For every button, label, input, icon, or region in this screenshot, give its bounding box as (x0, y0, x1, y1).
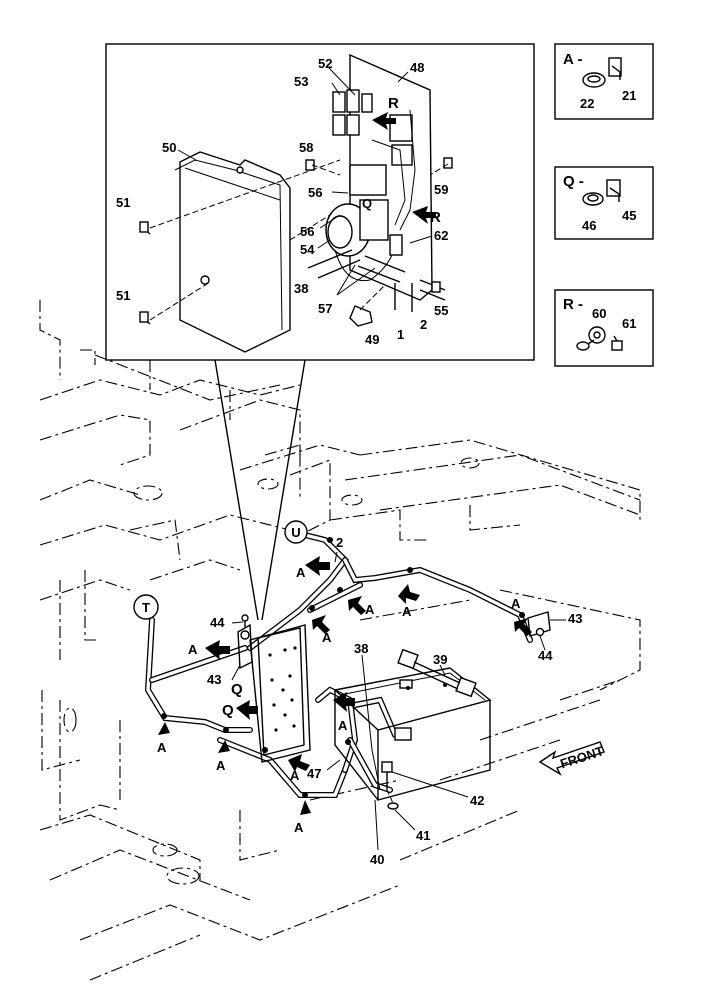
detail-r-part-60: 60 (592, 306, 606, 321)
inset-detail (105, 43, 535, 361)
bolt-49 (349, 305, 373, 327)
callout-a-6: A (511, 596, 521, 611)
detail-box-q: Q - 46 45 (554, 166, 654, 240)
inset-leaders (177, 67, 433, 296)
callout-58: 58 (299, 140, 313, 155)
callout-1: 1 (397, 327, 404, 342)
callout-43b: 43 (568, 611, 582, 626)
callout-2a: 2 (420, 317, 427, 332)
control-box-dots (268, 646, 297, 732)
callout-a-8: A (216, 758, 226, 773)
chassis-frame (39, 300, 641, 981)
callout-a-1: A (296, 565, 306, 580)
direction-arrows (158, 556, 532, 815)
connector-u-circle: U (284, 520, 308, 544)
cable-39 (397, 648, 477, 698)
callout-59: 59 (434, 182, 448, 197)
callout-56a: 56 (308, 185, 322, 200)
detail-box-a: A - 22 21 (554, 43, 654, 120)
callout-a-7: A (157, 740, 167, 755)
callout-43a: 43 (207, 672, 221, 687)
bolt-59 (443, 157, 453, 169)
callout-56b: 56 (300, 224, 314, 239)
callout-54: 54 (300, 242, 315, 257)
detail-a-title: A - (563, 51, 582, 68)
callout-38a: 38 (294, 281, 308, 296)
callout-a-9: A (294, 820, 304, 835)
callout-47: 47 (307, 766, 321, 781)
callout-a-11: A (338, 718, 348, 733)
bolt-58 (305, 159, 315, 171)
front-label: FRONT (558, 743, 605, 771)
callout-a-3: A (322, 630, 332, 645)
callout-r-b: R (430, 209, 441, 226)
connector-t-circle: T (133, 594, 159, 620)
callout-labels: 52 48 53 50 58 59 51 56 56 54 62 38 57 5… (116, 56, 606, 867)
front-arrow (538, 741, 605, 776)
callout-44a: 44 (210, 615, 225, 630)
bolt-51a (139, 221, 151, 235)
callout-40: 40 (370, 852, 384, 867)
detail-q-part-45: 45 (622, 208, 636, 223)
circle-t-label: T (142, 600, 150, 615)
callout-r-a: R (388, 95, 399, 112)
callout-38b: 38 (354, 641, 368, 656)
callout-53: 53 (294, 74, 308, 89)
harness-main: U T (133, 520, 605, 851)
callout-51b: 51 (116, 288, 130, 303)
inset-leader (214, 359, 306, 621)
callout-48: 48 (410, 60, 424, 75)
callout-52: 52 (318, 56, 332, 71)
callout-44b: 44 (538, 648, 553, 663)
callout-a-4: A (365, 602, 375, 617)
detail-q-title: Q - (563, 173, 584, 190)
circle-u-label: U (291, 525, 300, 540)
callout-2b: 2 (336, 535, 343, 550)
detail-r-title: R - (563, 296, 583, 313)
callout-50: 50 (162, 140, 176, 155)
bolt-55 (431, 281, 441, 293)
detail-a-part-21: 21 (622, 88, 636, 103)
callout-39: 39 (433, 652, 447, 667)
callout-49: 49 (365, 332, 379, 347)
callout-a-2: A (188, 642, 198, 657)
callout-42: 42 (470, 793, 484, 808)
callout-q-b: Q (222, 702, 234, 719)
callout-a-inset: Q (362, 196, 372, 211)
callout-a-5: A (402, 604, 412, 619)
detail-a-part-22: 22 (580, 96, 594, 111)
detail-box-r: R - 60 61 (554, 289, 654, 367)
detail-q-part-46: 46 (582, 218, 596, 233)
callout-51a: 51 (116, 195, 130, 210)
bolt-51b (139, 311, 151, 325)
callout-62: 62 (434, 228, 448, 243)
callout-55: 55 (434, 303, 448, 318)
detail-r-part-61: 61 (622, 316, 636, 331)
callout-57: 57 (318, 301, 332, 316)
callout-a-10: A (290, 768, 300, 783)
callout-41: 41 (416, 828, 430, 843)
clamp-markers (161, 537, 525, 798)
callout-q-a: Q (231, 681, 243, 698)
